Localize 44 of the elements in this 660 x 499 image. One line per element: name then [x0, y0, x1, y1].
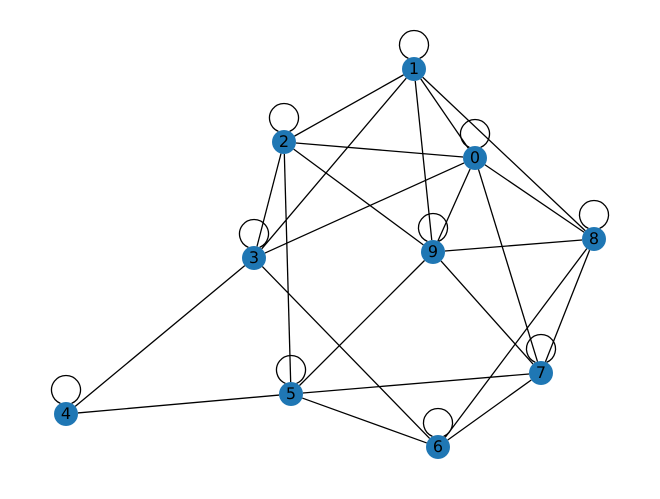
self-loop [398, 30, 430, 59]
graph-node: 4 [54, 402, 78, 426]
edge-line [437, 168, 471, 242]
edge-line [256, 153, 282, 247]
edge-line [414, 80, 432, 240]
edge-line [299, 260, 425, 386]
edge-line [293, 148, 424, 246]
self-loop [578, 200, 610, 229]
graph-node: 6 [426, 435, 450, 459]
edge-line [484, 164, 584, 233]
self-loop [422, 408, 454, 437]
edge-line [261, 78, 407, 250]
edge-line [284, 154, 292, 382]
edge-line [296, 142, 464, 158]
edge-line [544, 250, 590, 362]
graph-node: 2 [272, 130, 296, 154]
edge-line [264, 162, 464, 254]
edge-line [478, 169, 538, 362]
edge-line [444, 239, 582, 252]
edge-line [420, 78, 469, 148]
self-loop [526, 334, 556, 363]
self-loop [418, 212, 448, 242]
graph-node: 1 [402, 57, 426, 81]
edge-line [74, 265, 246, 407]
edge-line [302, 397, 427, 444]
graph-node: 8 [582, 227, 606, 251]
edge-line [422, 76, 586, 232]
edge-line [78, 394, 280, 414]
self-loop [50, 374, 82, 404]
graph-node: 3 [242, 246, 266, 270]
self-loop [238, 218, 270, 248]
edge-line [262, 266, 430, 439]
edge-line [447, 379, 532, 441]
self-loop [276, 354, 306, 384]
graph-node: 0 [463, 146, 487, 170]
graph-node: 5 [279, 382, 303, 406]
self-loop [460, 118, 490, 148]
edge-line [302, 373, 530, 394]
self-loop [268, 102, 300, 132]
edge-line [444, 248, 588, 438]
edge-line [294, 74, 404, 137]
edge-line [440, 260, 534, 364]
graph-node: 7 [529, 361, 553, 385]
graph-node: 9 [421, 240, 445, 264]
